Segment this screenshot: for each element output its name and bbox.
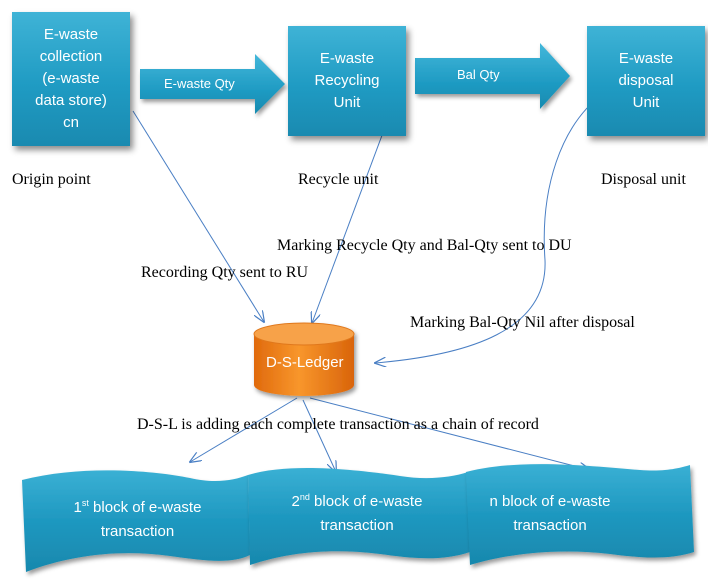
recycling-box: E-waste Recycling Unit bbox=[288, 26, 406, 136]
block-second-ordinal-sup: nd bbox=[299, 492, 310, 502]
collection-line-2: collection bbox=[39, 48, 103, 65]
block-first-text: block of e-waste bbox=[88, 499, 202, 516]
connector-ledger-blockn bbox=[309, 397, 590, 470]
caption-recycle-unit: Recycle unit bbox=[298, 171, 379, 188]
arrow-to-recycle bbox=[140, 54, 285, 114]
connector-collection-ledger bbox=[132, 110, 264, 322]
block-first-ordinal-sup: st bbox=[81, 498, 89, 508]
block-second-ordinal: 2 bbox=[291, 493, 300, 510]
collection-line-4: data store) bbox=[35, 92, 107, 109]
block-label-first: 1st block of e-waste transaction bbox=[40, 496, 235, 544]
block-n-line-2: transaction bbox=[513, 517, 587, 534]
block-ribbon-n bbox=[466, 464, 694, 565]
connector-ledger-block1 bbox=[190, 397, 298, 462]
arrow-label-bal-qty: Bal Qty bbox=[457, 67, 500, 82]
block-first-line-2: transaction bbox=[100, 523, 175, 540]
block-n-line-1: n block of e-waste bbox=[489, 493, 611, 510]
recycling-line-2: Recycling bbox=[314, 72, 380, 89]
block-second-line-1: 2nd block of e-waste bbox=[258, 490, 456, 514]
block-second-text: block of e-waste bbox=[309, 493, 423, 510]
block-ribbon-2 bbox=[248, 468, 470, 565]
connector-ledger-block2 bbox=[302, 399, 336, 472]
connector-disposal-ledger bbox=[375, 92, 605, 363]
collection-line-3: (e-waste bbox=[42, 70, 100, 87]
block-first-line-1: 1st block of e-waste bbox=[40, 496, 235, 520]
block-label-n: n block of e-waste transaction bbox=[470, 490, 630, 538]
block-label-second: 2nd block of e-waste transaction bbox=[258, 490, 456, 538]
ledger-cylinder bbox=[253, 322, 355, 396]
disposal-box: E-waste disposal Unit bbox=[587, 26, 705, 136]
arrow-label-ewaste-qty: E-waste Qty bbox=[164, 76, 235, 91]
annotation-marking-recycle: Marking Recycle Qty and Bal-Qty sent to … bbox=[277, 237, 572, 254]
arrow-to-disposal bbox=[415, 43, 570, 109]
caption-origin-point: Origin point bbox=[12, 171, 91, 188]
annotation-marking-nil: Marking Bal-Qty Nil after disposal bbox=[410, 314, 635, 331]
disposal-line-1: E-waste bbox=[618, 50, 674, 67]
annotation-recording-qty: Recording Qty sent to RU bbox=[141, 264, 309, 281]
block-ribbon-1 bbox=[22, 470, 250, 572]
collection-line-5: cn bbox=[63, 114, 79, 131]
block-first-ordinal: 1 bbox=[73, 499, 82, 516]
collection-box: E-waste collection (e-waste data store) … bbox=[12, 12, 130, 146]
connector-recycle-ledger bbox=[312, 129, 385, 323]
recycling-line-3: Unit bbox=[333, 94, 361, 111]
caption-disposal-unit: Disposal unit bbox=[601, 171, 686, 188]
block-second-line-2: transaction bbox=[320, 517, 394, 534]
ledger-label: D-S-Ledger bbox=[266, 354, 344, 371]
disposal-line-3: Unit bbox=[632, 94, 660, 111]
annotation-dsl-note: D-S-L is adding each complete transactio… bbox=[137, 416, 539, 433]
disposal-line-2: disposal bbox=[618, 72, 674, 89]
recycling-line-1: E-waste bbox=[319, 50, 375, 67]
collection-line-1: E-waste bbox=[43, 26, 99, 43]
